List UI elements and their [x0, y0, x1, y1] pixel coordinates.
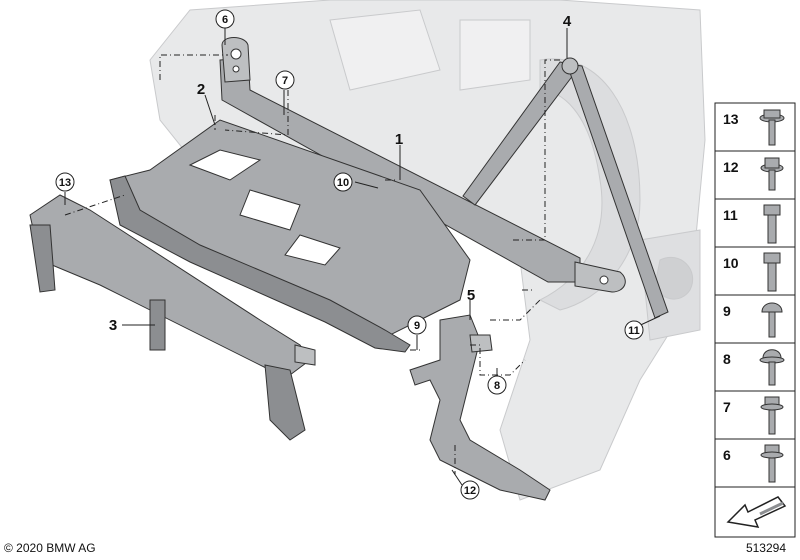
callout-1: 1: [395, 131, 403, 148]
callout-3: 3: [109, 317, 117, 334]
legend-row-8: 8: [714, 342, 796, 392]
svg-text:11: 11: [723, 207, 738, 223]
svg-text:13: 13: [59, 177, 71, 189]
callout-12: 12: [460, 480, 480, 500]
dome-screw-washer-icon: [759, 349, 785, 386]
part-3-front-carrier: [29, 194, 316, 441]
part-4-strut-brace: [462, 57, 669, 319]
legend-row-12: 12: [714, 150, 796, 200]
svg-text:10: 10: [723, 255, 739, 271]
legend-row-11: 11: [714, 198, 796, 248]
direction-arrow-icon: [726, 496, 787, 528]
svg-text:8: 8: [723, 351, 731, 367]
legend-row-10: 10: [714, 246, 796, 296]
hex-bolt-long-icon: [763, 252, 781, 292]
svg-text:12: 12: [464, 485, 476, 497]
copyright-text: © 2020 BMW AG: [4, 541, 96, 555]
flange-screw-icon: [760, 157, 784, 191]
fastener-legend: 13 12 11: [714, 102, 796, 538]
legend-row-7: 7: [714, 390, 796, 440]
torx-bolt-icon: [760, 444, 784, 483]
svg-text:10: 10: [337, 177, 349, 189]
assembly-lines: [64, 25, 560, 475]
callout-2: 2: [197, 81, 205, 98]
callout-13: 13: [55, 172, 75, 192]
legend-direction-box: [714, 486, 796, 538]
svg-text:13: 13: [723, 111, 739, 127]
part-5-bracket: [409, 314, 551, 501]
callout-9: 9: [407, 315, 427, 335]
callout-6: 6: [215, 9, 235, 29]
callout-7: 7: [275, 70, 295, 90]
svg-text:6: 6: [723, 447, 731, 463]
svg-text:8: 8: [494, 380, 500, 392]
svg-text:11: 11: [628, 325, 640, 337]
legend-row-13: 13: [714, 102, 796, 152]
callout-8: 8: [487, 375, 507, 395]
callout-4: 4: [563, 13, 572, 30]
svg-text:12: 12: [723, 159, 739, 175]
svg-text:9: 9: [723, 303, 731, 319]
svg-text:6: 6: [222, 14, 228, 26]
diagram-id: 513294: [745, 541, 786, 555]
part-2-support-plate: [109, 119, 471, 353]
legend-row-9: 9: [714, 294, 796, 344]
svg-text:9: 9: [414, 320, 420, 332]
screw-washer-icon: [759, 109, 785, 146]
dome-screw-icon: [761, 302, 783, 338]
svg-text:7: 7: [282, 75, 288, 87]
callout-10: 10: [333, 172, 353, 192]
callout-5: 5: [467, 287, 475, 304]
hex-bolt-icon: [763, 204, 781, 244]
legend-row-6: 6: [714, 438, 796, 488]
flange-bolt-icon: [760, 396, 784, 435]
callout-11: 11: [624, 320, 644, 340]
svg-text:7: 7: [723, 399, 731, 415]
